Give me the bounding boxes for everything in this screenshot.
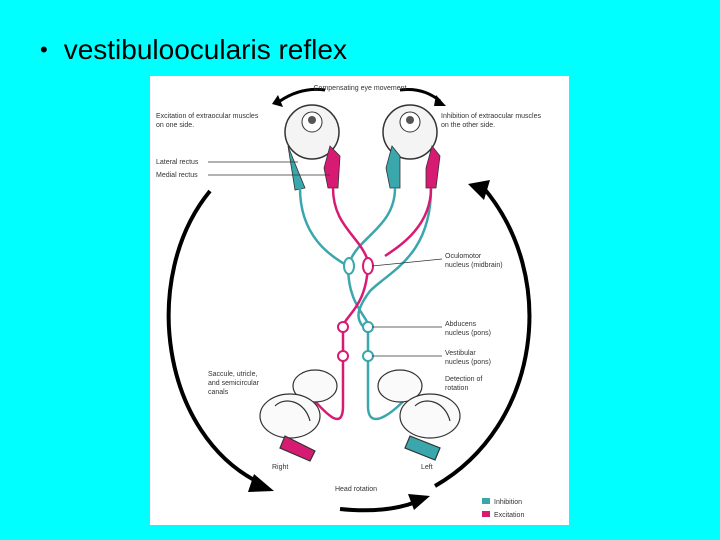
- excitation-note-line2: on one side.: [156, 122, 194, 129]
- leader-lines: [208, 161, 443, 357]
- abducens-nucleus-excite: [337, 321, 349, 333]
- slide-title-row: • vestibuloocularis reflex: [40, 34, 347, 66]
- saccule-label-line1: Saccule, utricle,: [208, 371, 257, 378]
- abducens-label-line2: nucleus (pons): [445, 330, 491, 337]
- vestibular-nucleus-excite: [337, 350, 349, 362]
- left-side-label: Left: [421, 464, 433, 471]
- rotation-arrow-right: [434, 184, 532, 488]
- reflex-diagram-svg: Compensating eye movement: [156, 85, 541, 519]
- right-side-label: Right: [272, 464, 288, 471]
- saccule-label-line3: canals: [208, 389, 229, 396]
- legend-excitation-swatch: [482, 511, 490, 517]
- vestibular-label-line1: Vestibular: [445, 350, 476, 357]
- eye-movement-arrow-left: [279, 87, 326, 103]
- inhibition-pathway: [298, 187, 433, 421]
- reflex-diagram: Compensating eye movement: [150, 76, 569, 525]
- inhibition-note-line1: Inhibition of extraocular muscles: [441, 113, 541, 120]
- oculomotor-label-line2: nucleus (midbrain): [445, 262, 503, 269]
- legend: Inhibition Excitation: [482, 498, 524, 519]
- bullet-glyph: •: [40, 37, 48, 62]
- left-inner-ear: [377, 369, 461, 461]
- slide-title: vestibuloocularis reflex: [63, 34, 347, 65]
- compensating-eye-label: Compensating eye movement: [314, 85, 407, 92]
- legend-inhibition-swatch: [482, 498, 490, 504]
- head-rotation-label: Head rotation: [335, 486, 377, 493]
- rotation-arrow-left: [166, 189, 263, 486]
- oculomotor-nucleus-excite: [362, 257, 374, 275]
- rotation-arrowhead-right: [468, 180, 490, 200]
- left-eye: [284, 104, 340, 160]
- inhibition-note-line2: on the other side.: [441, 122, 495, 129]
- excitation-note-line1: Excitation of extraocular muscles: [156, 113, 259, 120]
- abducens-nucleus-inhibit: [362, 321, 374, 333]
- medial-rectus-label: Medial rectus: [156, 172, 198, 179]
- right-eye: [382, 104, 438, 160]
- vestibular-label-line2: nucleus (pons): [445, 359, 491, 366]
- rotation-arrowhead-left: [248, 474, 274, 492]
- eye-movement-arrowhead-right: [434, 95, 446, 106]
- excitation-pathway: [309, 187, 433, 421]
- saccule-label-line2: and semicircular: [208, 380, 260, 387]
- legend-excitation-label: Excitation: [494, 512, 524, 519]
- eye-movement-arrowhead-left: [272, 95, 283, 107]
- legend-inhibition-label: Inhibition: [494, 499, 522, 506]
- lateral-rectus-label: Lateral rectus: [156, 159, 199, 166]
- detection-label-line1: Detection of: [445, 376, 482, 383]
- detection-label-line2: rotation: [445, 385, 468, 392]
- abducens-label-line1: Abducens: [445, 321, 477, 328]
- rotation-arrowhead-bottom: [408, 494, 430, 510]
- oculomotor-nucleus-inhibit: [343, 257, 355, 275]
- right-inner-ear: [259, 369, 338, 462]
- vestibular-nucleus-inhibit: [362, 350, 374, 362]
- rotation-arrow-bottom: [339, 500, 417, 513]
- oculomotor-label-line1: Oculomotor: [445, 253, 482, 260]
